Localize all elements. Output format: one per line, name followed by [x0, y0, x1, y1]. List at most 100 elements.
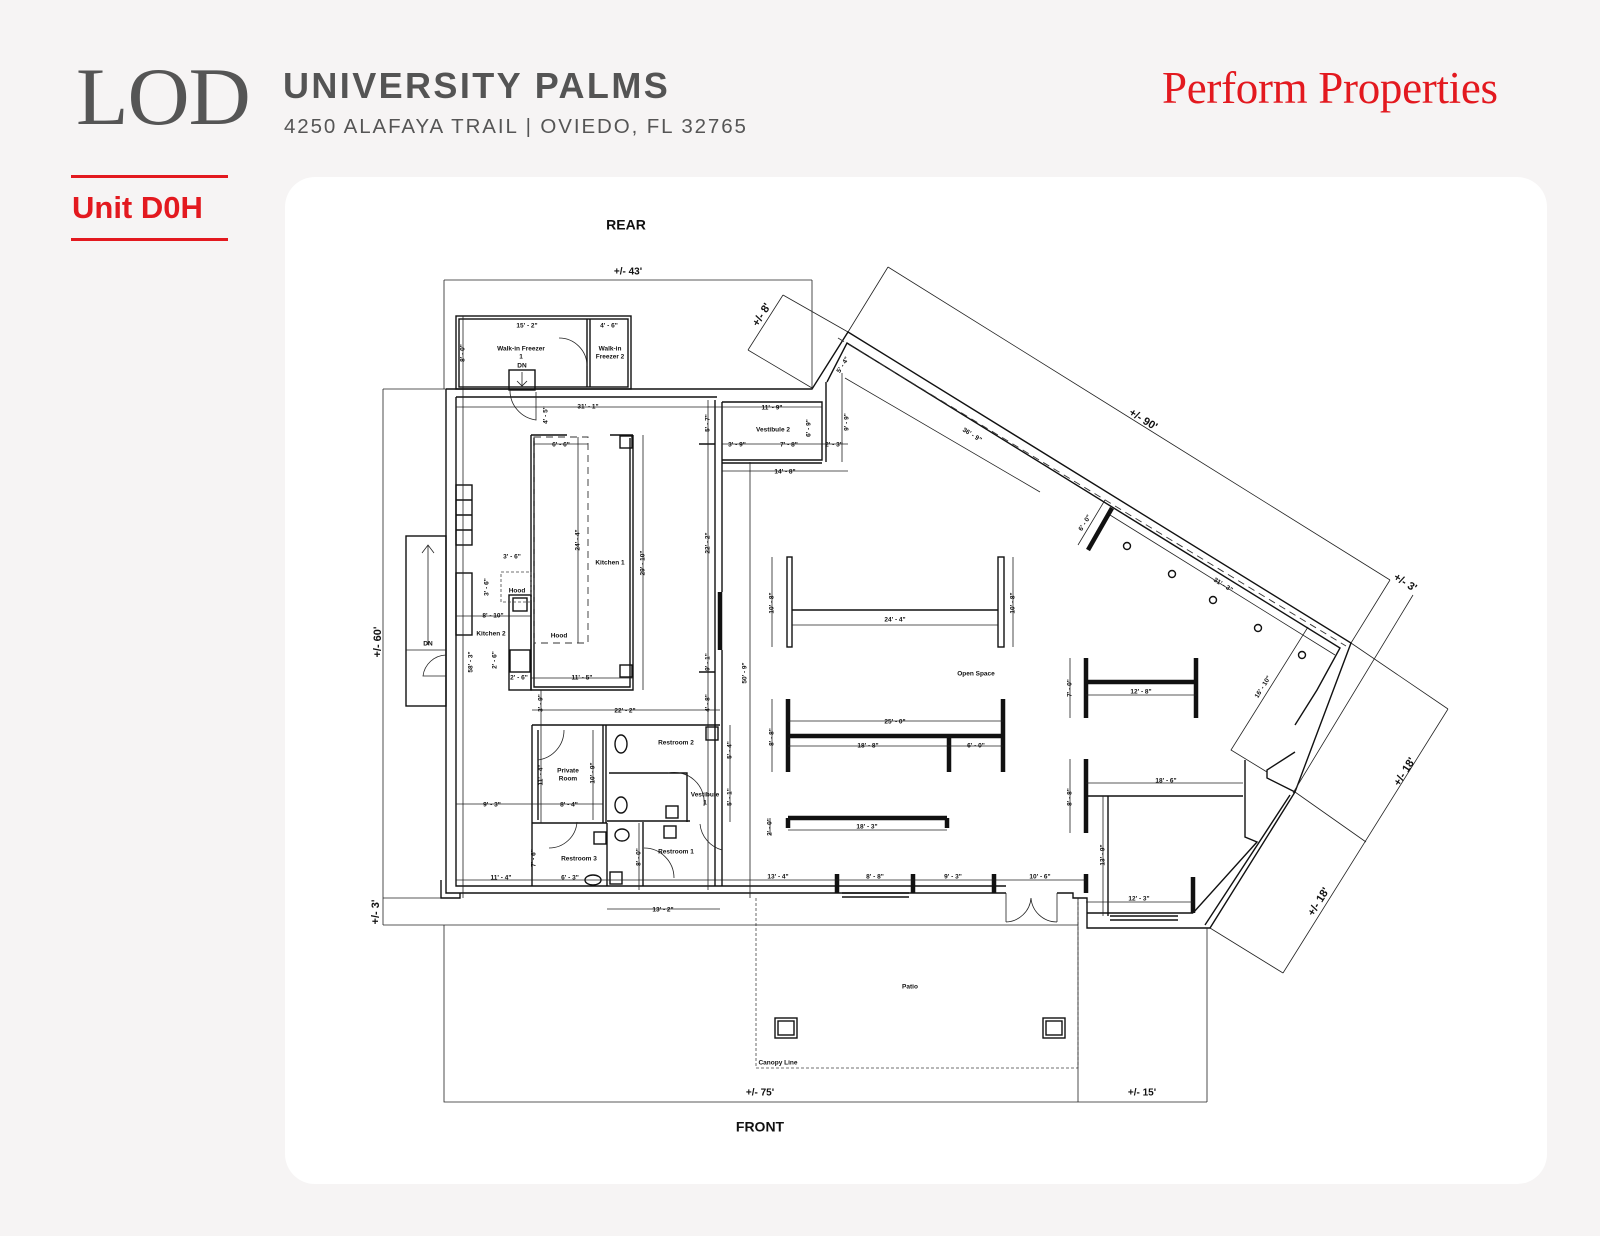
dimension-label: 5' - 1"	[727, 788, 734, 806]
dimension-label: 15' - 2"	[516, 323, 537, 330]
dimension-label: 22' - 2"	[614, 708, 635, 715]
dimension-lines	[382, 266, 1449, 1103]
front-label: FRONT	[736, 1119, 785, 1135]
dimension-label: +/- 90'	[1127, 407, 1160, 434]
dimension-label: 29' - 10"	[640, 551, 647, 576]
room-label: Vestibule 2	[756, 427, 790, 434]
dimension-label: 18' - 6"	[1155, 778, 1176, 785]
dimension-label: 9' - 3"	[944, 874, 962, 881]
room-label: Hood	[509, 588, 526, 595]
dimension-label: 8' - 8"	[866, 874, 884, 881]
dimension-label: 10' - 8"	[769, 592, 776, 613]
dimension-label: 8' - 0"	[636, 848, 643, 866]
dimension-label: 4' - 8"	[705, 694, 712, 712]
room-label: Walk-in Freezer	[497, 346, 545, 353]
lod-logo: LOD	[76, 51, 251, 142]
dimension-label: +/- 18'	[1306, 885, 1333, 918]
dimension-label: 2' - 0"	[767, 818, 774, 836]
rear-label: REAR	[606, 217, 646, 233]
dimension-label: 13' - 9"	[1100, 844, 1107, 865]
dimension-label: +/- 18'	[1392, 755, 1419, 788]
dimension-label: 7' - 0"	[1067, 679, 1074, 697]
dimension-label: 3' - 9"	[538, 694, 545, 712]
dimension-label: 8' - 8"	[769, 728, 776, 746]
dimension-label: 10' - 6"	[1029, 874, 1050, 881]
unit-rule-top	[71, 175, 228, 178]
room-label: Restroom 2	[658, 740, 694, 747]
room-label: Canopy Line	[758, 1060, 797, 1067]
dimension-label: +/- 75'	[746, 1088, 774, 1099]
dimension-label: 5' - 7"	[705, 414, 712, 432]
dimension-label: 16' - 10"	[1254, 675, 1273, 700]
dimension-label: 8' - 8"	[1067, 788, 1074, 806]
dimension-label: 10' - 8"	[1010, 592, 1017, 613]
dimension-label: 4' - 5"	[543, 406, 550, 424]
dimension-label: 6' - 6"	[552, 442, 570, 449]
columns	[1122, 541, 1307, 660]
dimension-label: 11' - 4"	[538, 765, 545, 786]
dimension-label: 4' - 6"	[600, 323, 618, 330]
room-label: Freezer 2	[596, 354, 625, 361]
dimension-label: 12' - 8"	[1130, 689, 1151, 696]
dimension-label: 8' - 10"	[482, 613, 503, 620]
dimension-label: 24' - 4"	[575, 529, 582, 550]
dimension-label: 7' - 8"	[780, 442, 798, 449]
dimension-label: 9' - 3"	[483, 802, 501, 809]
dimension-label: 7' - 6"	[531, 849, 538, 867]
room-label: Restroom 1	[658, 849, 694, 856]
dimension-label: 31' - 1"	[577, 404, 598, 411]
dimension-label: 58' - 3"	[468, 651, 475, 672]
dimension-label: 14' - 8"	[774, 469, 795, 476]
dimension-label: 10' - 9"	[590, 762, 597, 783]
dimension-label: 6' - 0"	[967, 743, 985, 750]
dimension-label: 36' - 9"	[961, 427, 983, 444]
dimension-label: 12' - 3"	[1128, 896, 1149, 903]
room-label: Private	[557, 768, 579, 775]
stair	[405, 535, 447, 707]
dimension-label: 22' - 2"	[705, 532, 712, 553]
dimension-label: 25' - 0"	[884, 719, 905, 726]
dimension-label: 18' - 3"	[856, 824, 877, 831]
room-label: Vestibule	[691, 792, 720, 799]
dimension-label: +/- 15'	[1128, 1088, 1156, 1099]
kitchen-walls	[455, 434, 634, 691]
room-label: 1	[703, 800, 707, 807]
property-title: UNIVERSITY PALMS	[283, 65, 671, 106]
unit-rule-bottom	[71, 238, 228, 241]
property-address: 4250 ALAFAYA TRAIL | OVIEDO, FL 32765	[284, 115, 748, 138]
dimension-label: 50' - 9"	[742, 662, 749, 683]
dimension-label: +/- 3'	[370, 899, 382, 924]
dimension-label: 11' - 9"	[762, 405, 783, 412]
dimension-label: 9' - 1"	[705, 653, 712, 671]
dimension-label: 6' - 0"	[1078, 514, 1093, 533]
dimension-label: 6' - 9"	[806, 419, 813, 437]
dimension-label: 11' - 5"	[572, 675, 593, 682]
room-label: DN	[517, 363, 527, 370]
dimension-label: 3' - 9"	[728, 442, 746, 449]
dimension-label: 6' - 3"	[561, 875, 579, 882]
perform-properties-logo: Perform Properties	[1162, 63, 1498, 113]
room-label: 1	[519, 354, 523, 361]
room-label: Open Space	[957, 671, 995, 678]
dimension-label: 2' - 3"	[825, 442, 843, 449]
dimension-label: 8' - 0"	[460, 344, 467, 362]
room-label: Restroom 3	[561, 856, 597, 863]
dimension-label: +/- 60'	[372, 626, 384, 657]
room-label: Walk-in	[599, 346, 622, 353]
room-label: DN	[423, 641, 433, 648]
dimension-label: +/- 3'	[1391, 571, 1419, 595]
dimension-label: 13' - 4"	[767, 874, 788, 881]
dimension-label: 3' - 6"	[484, 578, 491, 596]
open-space-walls	[785, 506, 1307, 923]
dimension-labels: +/- 43'15' - 2"4' - 6"8' - 0"31' - 1"4' …	[370, 267, 1419, 1099]
room-label: Room	[559, 776, 578, 783]
room-label: Patio	[902, 984, 918, 991]
dimension-label: 24' - 4"	[884, 617, 905, 624]
room-label: Hood	[551, 633, 568, 640]
exterior-walls	[440, 331, 1352, 929]
dimension-label: 18' - 8"	[857, 743, 878, 750]
walk-in-freezers	[455, 315, 632, 421]
dimension-label: 2' - 6"	[492, 651, 499, 669]
